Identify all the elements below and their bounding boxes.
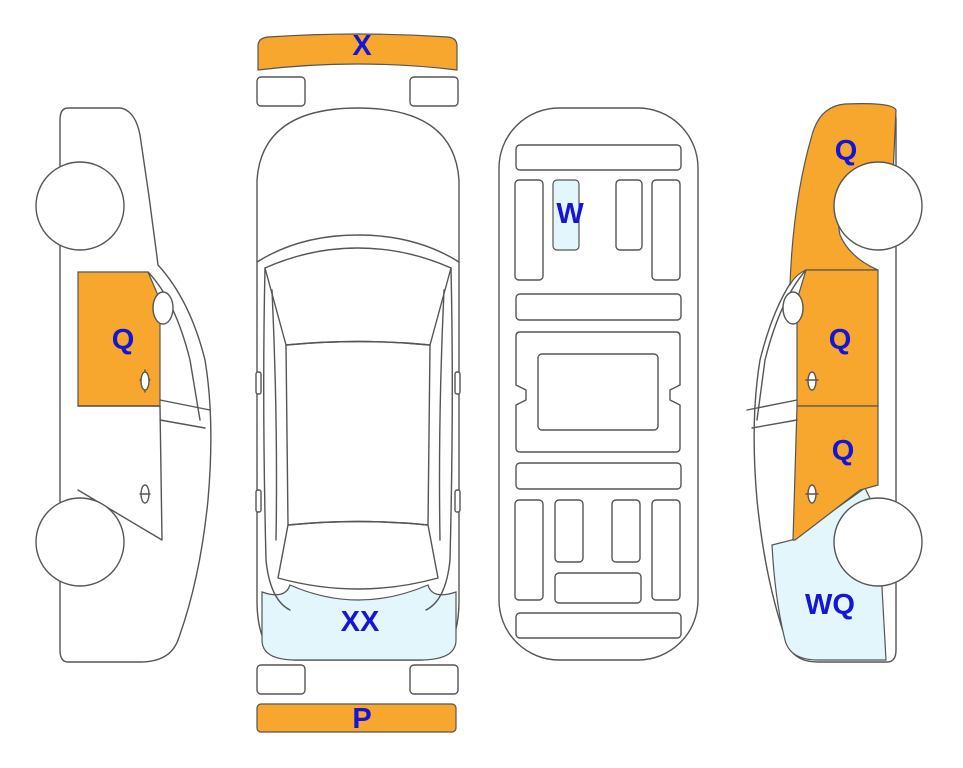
right-front-handle-knob xyxy=(807,371,817,391)
right-handle xyxy=(454,489,461,513)
right-pillar-line xyxy=(438,289,445,541)
left-side-contour xyxy=(263,267,291,611)
right-mirror-side xyxy=(782,291,804,325)
left-front-handle-knob xyxy=(140,371,150,391)
right-front-wheel xyxy=(833,161,923,251)
label-roof-panel: W xyxy=(556,198,584,230)
right-rear-door-panel[interactable] xyxy=(792,405,879,541)
label-right-front-fender: Q xyxy=(835,135,858,167)
damage-labels: X P Q W XX Q Q Q WQ xyxy=(112,30,858,735)
left-front-door-panel[interactable] xyxy=(77,271,161,407)
right-side-contour xyxy=(425,267,453,611)
right-window-line xyxy=(756,269,807,421)
left-mirror xyxy=(255,371,262,395)
floor-cross-bar-1 xyxy=(515,293,682,321)
floor-rear-slot-1 xyxy=(554,499,584,563)
roof-w-panel[interactable] xyxy=(552,179,580,251)
rear-left-block xyxy=(256,664,306,695)
label-right-rear-door: Q xyxy=(832,435,855,467)
left-pillar-line xyxy=(271,289,278,541)
floor-rear-slot-2 xyxy=(611,499,641,563)
right-rear-wheel xyxy=(833,497,923,587)
floor-rear-right-rail xyxy=(651,499,681,601)
front-left-block xyxy=(256,76,306,107)
hood-line xyxy=(256,234,460,263)
left-side-view xyxy=(35,107,212,663)
floor-rear-bar xyxy=(515,612,682,639)
label-left-front-door: Q xyxy=(112,324,135,356)
label-rear-bumper: P xyxy=(352,703,371,735)
top-view xyxy=(255,33,461,733)
left-sill-line xyxy=(159,399,211,429)
left-rear-door xyxy=(77,405,163,541)
floor-view xyxy=(498,107,699,661)
rear-panel-damage[interactable] xyxy=(261,584,457,661)
left-handle xyxy=(255,489,262,513)
right-sill-line xyxy=(746,399,798,429)
floor-mid-slot xyxy=(615,179,643,251)
left-rear-wheel xyxy=(35,497,125,587)
floor-right-rail xyxy=(651,179,681,281)
left-mirror-side xyxy=(152,291,174,325)
left-front-wheel xyxy=(35,161,125,251)
rear-bumper-panel[interactable] xyxy=(256,703,457,733)
right-mirror xyxy=(454,371,461,395)
floor-left-rail xyxy=(514,179,544,281)
floor-center-box xyxy=(537,353,659,431)
floor-front-bar xyxy=(515,144,682,171)
label-rear-panel: XX xyxy=(341,606,380,638)
front-bumper-panel[interactable] xyxy=(257,33,458,71)
rear-right-block xyxy=(409,664,459,695)
front-right-block xyxy=(409,76,459,107)
right-side-view xyxy=(746,103,923,663)
floor-rear-box xyxy=(554,572,642,604)
label-right-front-door: Q xyxy=(829,324,852,356)
rear-window xyxy=(277,520,439,590)
floor-cross-bar-2 xyxy=(515,462,682,490)
top-body-outline xyxy=(256,107,460,661)
floor-rear-left-rail xyxy=(514,499,544,601)
label-right-rear-quarter: WQ xyxy=(805,589,855,621)
label-front-bumper: X xyxy=(352,30,372,62)
left-window-line xyxy=(147,271,201,421)
